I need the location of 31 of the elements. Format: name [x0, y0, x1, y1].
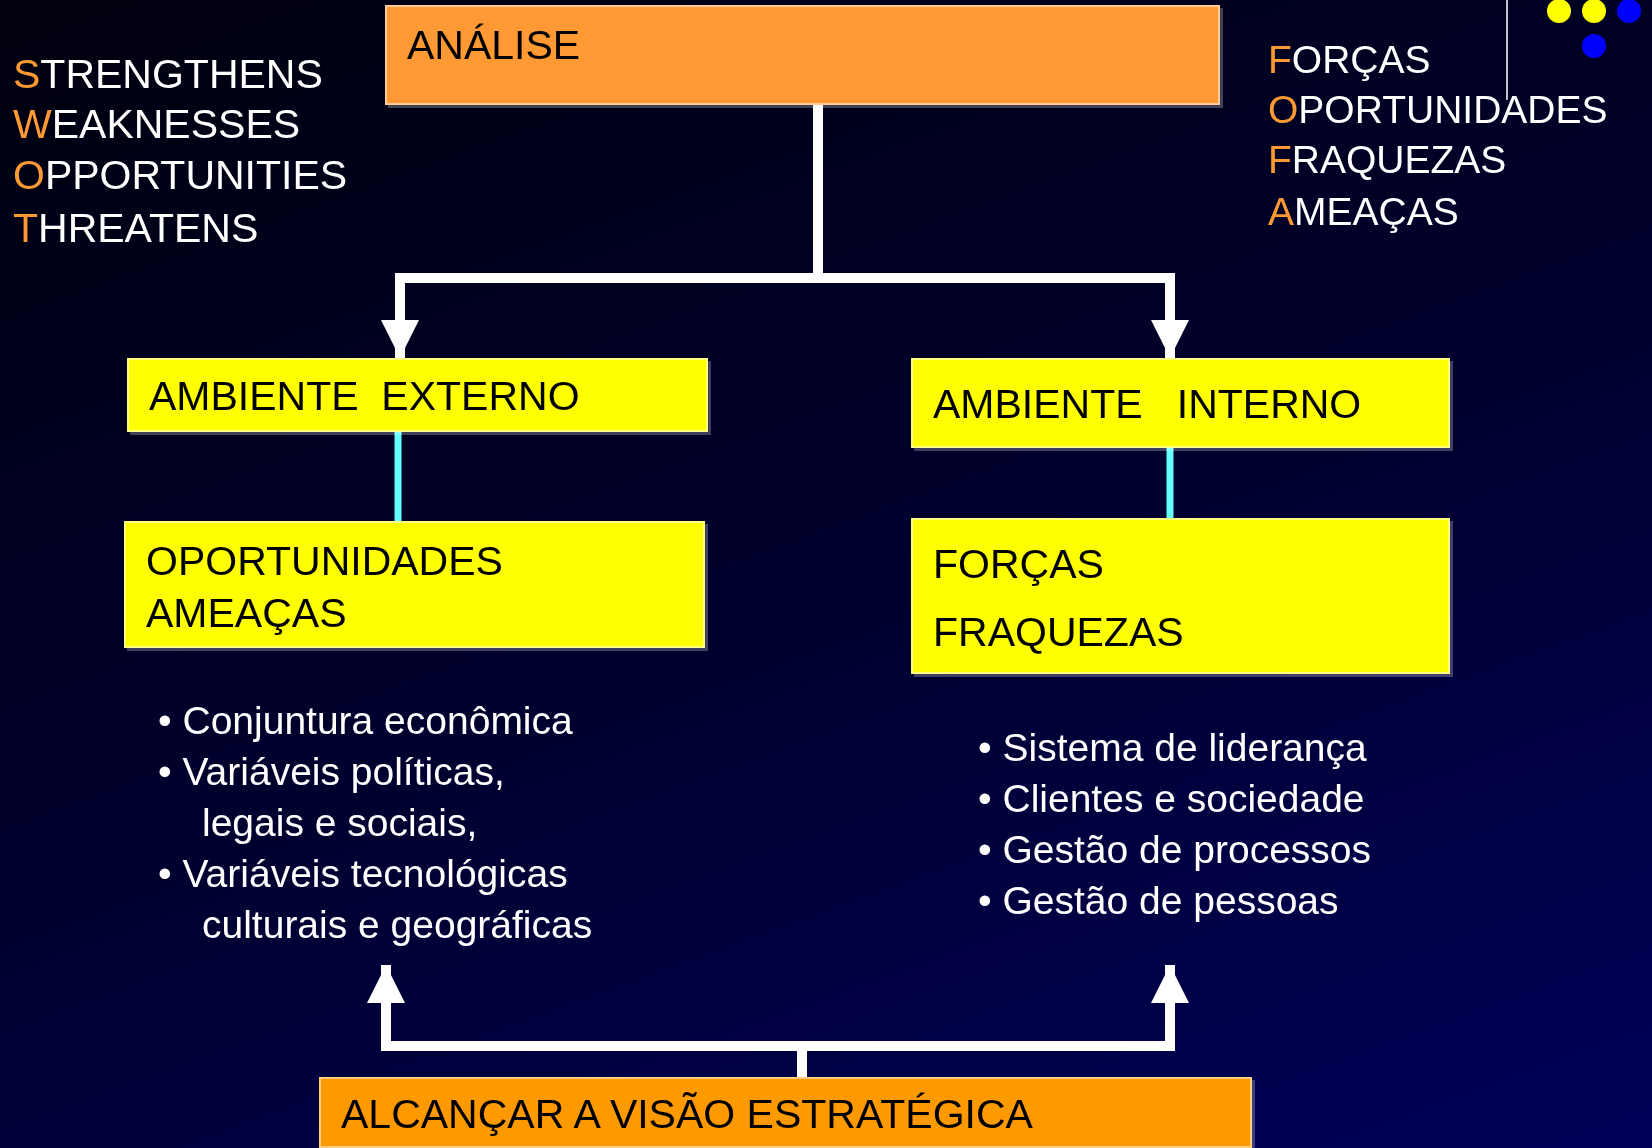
box-label: FRAQUEZAS — [933, 612, 1184, 653]
connector-line — [1166, 448, 1174, 518]
bullet-item: • Sistema de liderança — [978, 725, 1368, 771]
process-box — [124, 521, 705, 648]
process-box — [127, 358, 708, 432]
acronym-word: OPPORTUNITIES — [13, 155, 348, 196]
acronym-word: OPORTUNIDADES — [1268, 90, 1608, 129]
bullet-item: • Clientes e sociedade — [978, 776, 1366, 822]
bullet-item: • Gestão de pessoas — [978, 878, 1340, 924]
box-label: AMEAÇAS — [146, 593, 347, 634]
connector-line — [394, 432, 402, 521]
bullet-item: • Gestão de processos — [978, 827, 1373, 873]
acronym-word: THREATENS — [13, 208, 259, 249]
process-box — [319, 1077, 1252, 1148]
box-label: OPORTUNIDADES — [146, 541, 503, 582]
bullet-item: • Conjuntura econômica — [158, 698, 574, 744]
process-box — [911, 358, 1450, 448]
process-box — [911, 518, 1450, 674]
bullet-item: • Variáveis tecnológicas culturais e geográficas — [158, 851, 594, 948]
acronym-word: FORÇAS — [1268, 40, 1431, 79]
box-label: FORÇAS — [933, 544, 1104, 585]
box-label: ALCANÇAR A VISÃO ESTRATÉGICA — [341, 1094, 1033, 1135]
bullet-item: • Variáveis políticas, legais e sociais, — [158, 749, 506, 846]
acronym-word: STRENGTHENS — [13, 54, 323, 95]
box-label: AMBIENTE INTERNO — [933, 384, 1362, 425]
acronym-word: AMEAÇAS — [1268, 192, 1459, 231]
box-label: AMBIENTE EXTERNO — [149, 376, 580, 417]
acronym-word: WEAKNESSES — [13, 104, 301, 145]
acronym-word: FRAQUEZAS — [1268, 140, 1507, 179]
process-box — [385, 5, 1220, 105]
box-label: ANÁLISE — [407, 25, 581, 66]
